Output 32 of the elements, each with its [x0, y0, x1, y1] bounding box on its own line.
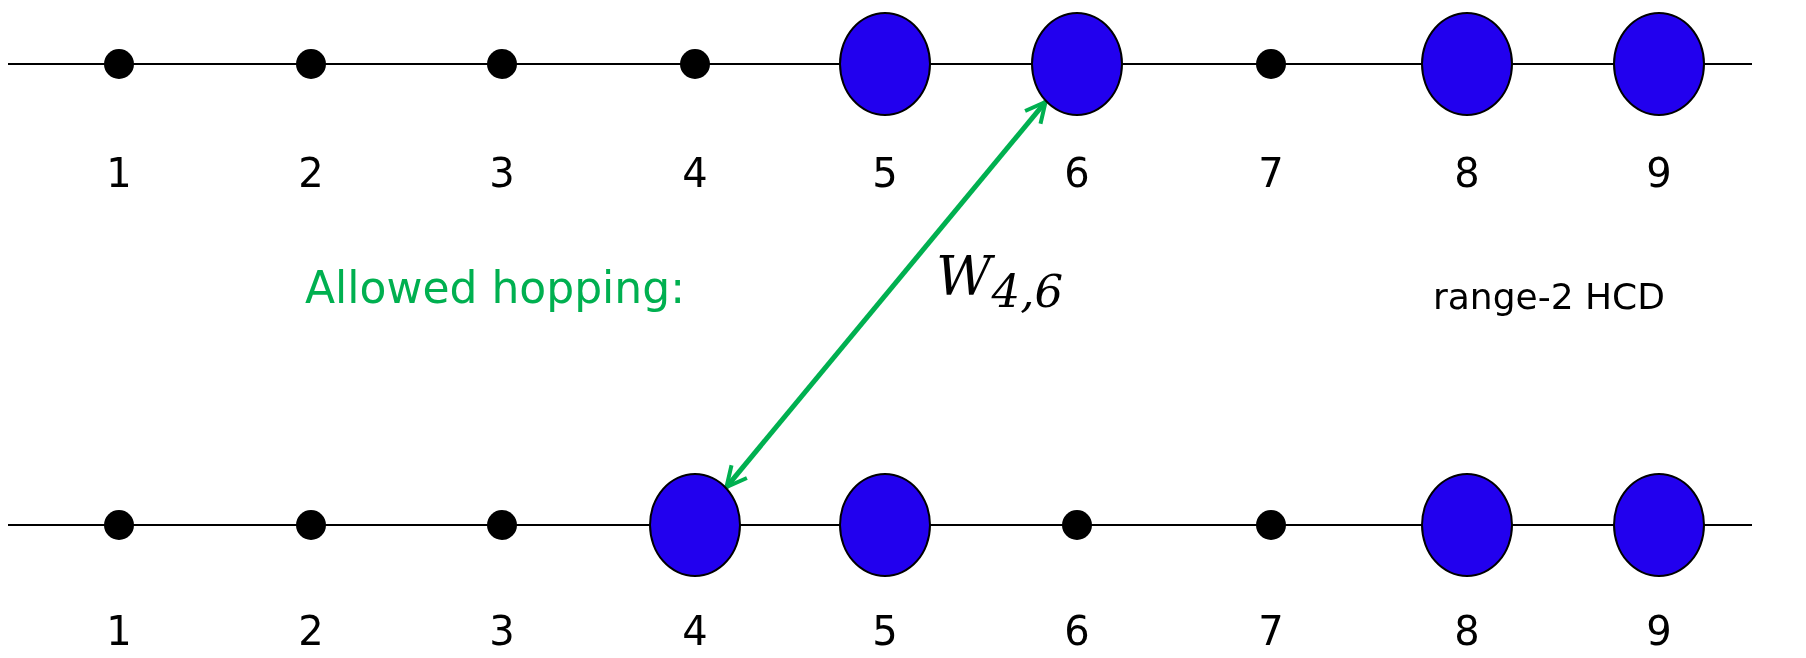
edge-label: W$_{4,6}$: [936, 244, 1064, 318]
site-number: 5: [871, 609, 899, 653]
site-number: 2: [297, 609, 325, 653]
site-dot: [296, 49, 326, 79]
site-dot: [1256, 49, 1286, 79]
annotation-text: Allowed hopping:: [305, 262, 685, 313]
site-dot: [1256, 510, 1286, 540]
site-dot: [487, 510, 517, 540]
site-number: 4: [681, 609, 709, 653]
site-number: 9: [1645, 609, 1673, 653]
site-number: 6: [1063, 151, 1091, 195]
site-number: 5: [871, 151, 899, 195]
annotation-text: range-2 HCD: [1433, 276, 1665, 317]
site-dot: [487, 49, 517, 79]
site-number: 7: [1257, 609, 1285, 653]
site-dot: [1062, 510, 1092, 540]
site-number: 2: [297, 151, 325, 195]
site-dot: [680, 49, 710, 79]
site-number: 3: [488, 609, 516, 653]
site-number: 1: [105, 151, 133, 195]
site-dot: [296, 510, 326, 540]
site-number: 9: [1645, 151, 1673, 195]
site-number: 3: [488, 151, 516, 195]
site-dot: [104, 510, 134, 540]
site-number: 8: [1453, 151, 1481, 195]
site-number: 6: [1063, 609, 1091, 653]
site-number: 4: [681, 151, 709, 195]
double-arrow: [724, 99, 1048, 490]
site-dot: [104, 49, 134, 79]
site-number: 1: [105, 609, 133, 653]
site-number: 7: [1257, 151, 1285, 195]
site-number: 8: [1453, 609, 1481, 653]
